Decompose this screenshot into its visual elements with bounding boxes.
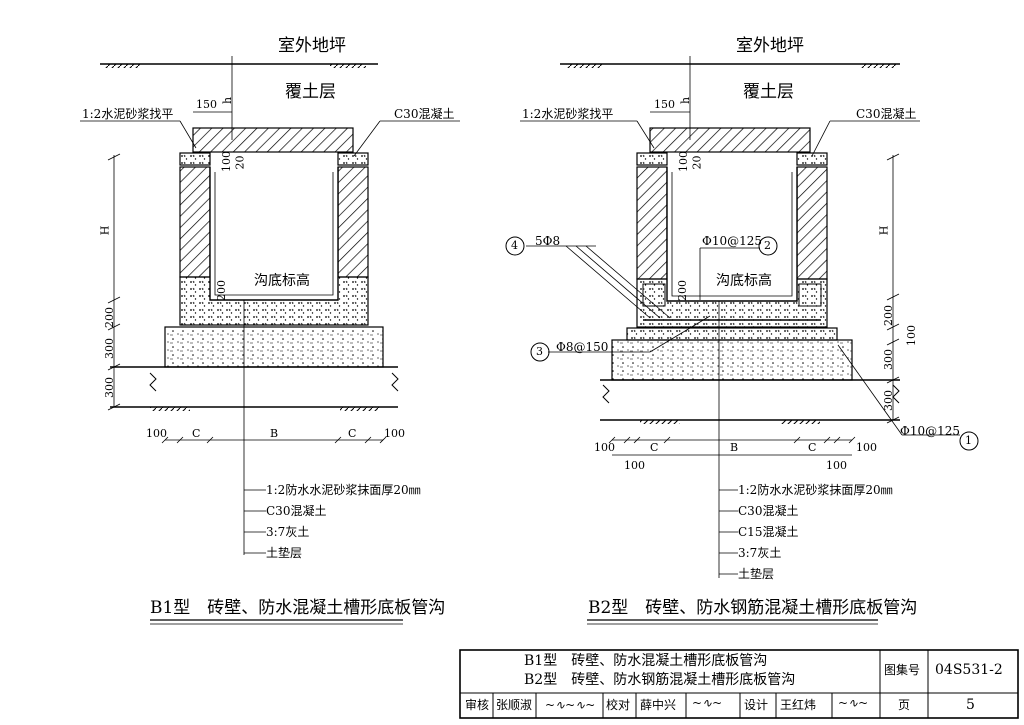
b2-layer-soil: 土垫层 — [738, 567, 775, 581]
design-label: 设计 — [744, 698, 769, 712]
title-line-1: B1型 砖壁、防水混凝土槽形底板管沟 — [524, 653, 768, 669]
reviewer-name: 张顺淑 — [496, 698, 533, 712]
b2-dim-H: H — [877, 225, 891, 236]
b1-dim-300b: 300 — [103, 377, 116, 398]
b2-layer-c15: C15混凝土 — [738, 525, 799, 539]
b1-mortar-level-label: 1:2水泥砂浆找平 — [82, 107, 174, 121]
checker-signature: ~∿~ — [692, 696, 723, 710]
b2-rebar-3-label: Φ8@150 — [556, 340, 609, 354]
b2-layer-lime: 3:7灰土 — [738, 546, 782, 560]
b1-dim-bottom-b: B — [270, 427, 279, 440]
b1-dim-300a: 300 — [103, 338, 116, 359]
b1-dim-h: h — [221, 96, 235, 105]
b1-dim-200: 200 — [103, 307, 116, 328]
b2-dim-bottom-c-left: C — [650, 441, 659, 454]
b2-dim-bottom-b: B — [730, 441, 739, 454]
b2-dim-300a: 300 — [882, 349, 895, 370]
reviewer-signature: ~∿~∿~ — [545, 698, 596, 712]
b1-dim-bottom-c-left: C — [192, 427, 201, 440]
b2-section-drawing — [505, 56, 979, 625]
b1-dim-bottom-c-right: C — [348, 427, 357, 440]
b2-rebar-2-num: 2 — [764, 239, 771, 252]
designer-signature: ~∿~ — [838, 696, 869, 710]
b1-layer-lime: 3:7灰土 — [266, 525, 310, 539]
b2-rebar-2-label: Φ10@125 — [702, 234, 763, 248]
b1-ground-label: 室外地坪 — [278, 36, 346, 56]
b2-mortar-level-label: 1:2水泥砂浆找平 — [522, 107, 614, 121]
b1-section-drawing — [80, 56, 460, 625]
b2-dim-bottom-100-left: 100 — [594, 441, 615, 454]
b1-dim-150: 150 — [196, 98, 217, 111]
b1-dim-bottom-100-left: 100 — [146, 427, 167, 440]
b1-cover-label: 覆土层 — [285, 82, 336, 102]
atlas-number: 04S531-2 — [935, 662, 1003, 678]
b2-layer-c30: C30混凝土 — [738, 504, 799, 518]
b2-dim-200-inner: 200 — [676, 280, 689, 301]
b1-trench-bottom-label: 沟底标高 — [254, 273, 310, 289]
b2-dim-20: 20 — [690, 155, 704, 170]
b2-dim-bottom2-100-right: 100 — [826, 459, 847, 472]
b1-dim-20: 20 — [233, 155, 247, 170]
designer-name: 王红炜 — [780, 698, 817, 712]
title-line-2: B2型 砖壁、防水钢筋混凝土槽形底板管沟 — [524, 672, 796, 688]
b2-concrete-label: C30混凝土 — [856, 107, 917, 121]
b1-dim-bottom-100-right: 100 — [384, 427, 405, 440]
b1-dim-H: H — [98, 225, 112, 236]
title-block-frame — [459, 649, 1019, 719]
page-number: 5 — [966, 697, 975, 713]
b2-layer-mortar: 1:2防水水泥砂浆抹面厚20㎜ — [738, 483, 893, 497]
review-label: 审核 — [465, 698, 490, 712]
b2-dim-150: 150 — [654, 98, 675, 111]
b1-layer-c30: C30混凝土 — [266, 504, 327, 518]
b1-caption: B1型 砖壁、防水混凝土槽形底板管沟 — [150, 598, 446, 618]
b1-dim-200-inner: 200 — [215, 280, 228, 301]
b2-caption: B2型 砖壁、防水钢筋混凝土槽形底板管沟 — [588, 598, 918, 618]
b2-rebar-4-num: 4 — [511, 239, 518, 252]
b2-dim-100-right: 100 — [905, 325, 918, 346]
b2-dim-bottom-100-right: 100 — [856, 441, 877, 454]
b2-dim-bottom2-100-left: 100 — [624, 459, 645, 472]
b2-trench-bottom-label: 沟底标高 — [716, 273, 772, 289]
b2-dim-h: h — [679, 96, 693, 105]
b2-cover-label: 覆土层 — [743, 82, 794, 102]
b2-dim-200: 200 — [882, 305, 895, 326]
b2-rebar-1-label: Φ10@125 — [900, 424, 961, 438]
check-label: 校对 — [606, 698, 631, 712]
checker-name: 薛中兴 — [640, 698, 677, 712]
page-label: 页 — [898, 698, 911, 712]
b1-concrete-label: C30混凝土 — [394, 107, 455, 121]
b2-rebar-3-num: 3 — [536, 345, 543, 358]
b1-dim-100: 100 — [220, 151, 233, 172]
b2-dim-300b: 300 — [882, 390, 895, 411]
b1-layer-soil: 土垫层 — [266, 546, 303, 560]
b2-dim-bottom-c-right: C — [808, 441, 817, 454]
b2-ground-label: 室外地坪 — [736, 36, 804, 56]
atlas-label: 图集号 — [884, 663, 921, 677]
b2-rebar-1-num: 1 — [965, 434, 972, 447]
b1-layer-mortar: 1:2防水水泥砂浆抹面厚20㎜ — [266, 483, 421, 497]
b2-dim-100: 100 — [677, 151, 690, 172]
b2-rebar-4-label: 5Φ8 — [535, 234, 561, 248]
